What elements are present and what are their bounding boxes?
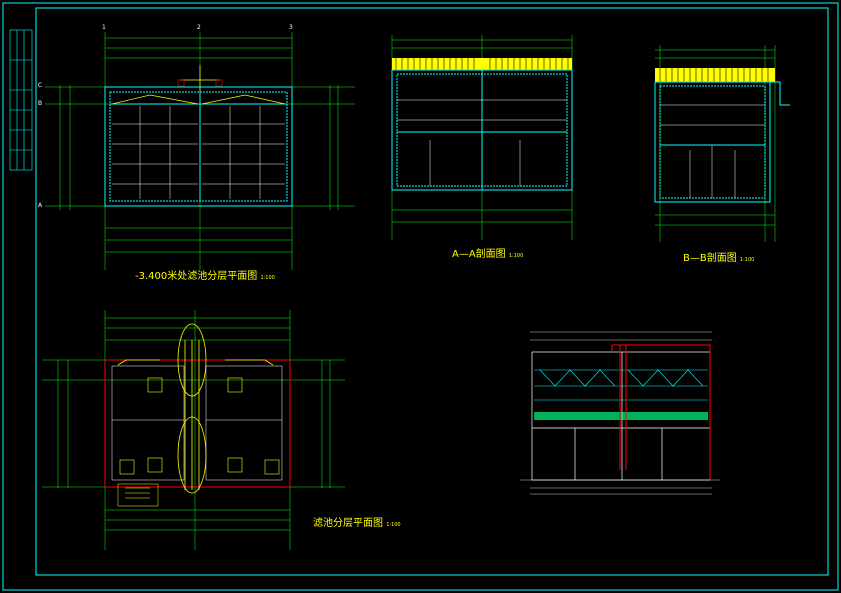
axis-marker-2-top: 2 bbox=[197, 24, 201, 31]
plan-bottom-interior bbox=[111, 365, 283, 481]
plan-top-title: -3.400米处滤池分层平面图 1:100 bbox=[135, 271, 275, 282]
axis-marker-3-top: 3 bbox=[289, 24, 293, 31]
axis-marker-c-left: C bbox=[38, 82, 43, 89]
plan-top-walls bbox=[104, 86, 293, 207]
plan-bottom-legend bbox=[117, 483, 159, 507]
section-bb-scale: 1:100 bbox=[739, 257, 755, 263]
section-aa-interior bbox=[397, 99, 567, 186]
section-bb-interior bbox=[660, 104, 765, 198]
section-aa-roof-hatch bbox=[395, 58, 569, 70]
axis-marker-1-top: 1 bbox=[102, 24, 106, 31]
section-aa-walls bbox=[391, 69, 573, 191]
plan-top-scale: 1:100 bbox=[260, 275, 275, 281]
plan-top-red bbox=[177, 79, 223, 87]
plan-top-interior bbox=[112, 106, 285, 199]
plan-bottom-dims bbox=[42, 310, 345, 550]
section-aa-scale: 1:100 bbox=[508, 253, 524, 259]
elevation-band bbox=[534, 412, 708, 420]
plan-bottom-title: 滤池分层平面图 1:100 bbox=[313, 518, 401, 529]
plan-bottom-pipes bbox=[117, 323, 274, 494]
elevation-trusses bbox=[534, 369, 708, 401]
elevation-dims bbox=[530, 331, 712, 495]
title-strip bbox=[9, 29, 33, 171]
plan-top-pipes bbox=[111, 65, 286, 105]
axis-marker-b-left: B bbox=[38, 100, 43, 107]
plan-bottom-walls bbox=[104, 359, 291, 488]
section-bb-roof bbox=[655, 68, 775, 82]
section-bb-title: B—B剖面图 1:100 bbox=[683, 253, 755, 264]
section-aa-roof bbox=[392, 58, 572, 70]
plan-bottom-scale: 1:100 bbox=[386, 522, 401, 528]
section-bb-walls bbox=[654, 81, 790, 203]
elevation-pipes bbox=[611, 344, 711, 480]
section-bb-roof-hatch bbox=[659, 68, 769, 82]
plan-bottom-fixtures bbox=[119, 377, 280, 475]
inner-frame bbox=[35, 7, 829, 576]
axis-marker-a-left: A bbox=[38, 202, 43, 209]
section-aa-title: A—A剖面图 1:100 bbox=[452, 249, 524, 260]
